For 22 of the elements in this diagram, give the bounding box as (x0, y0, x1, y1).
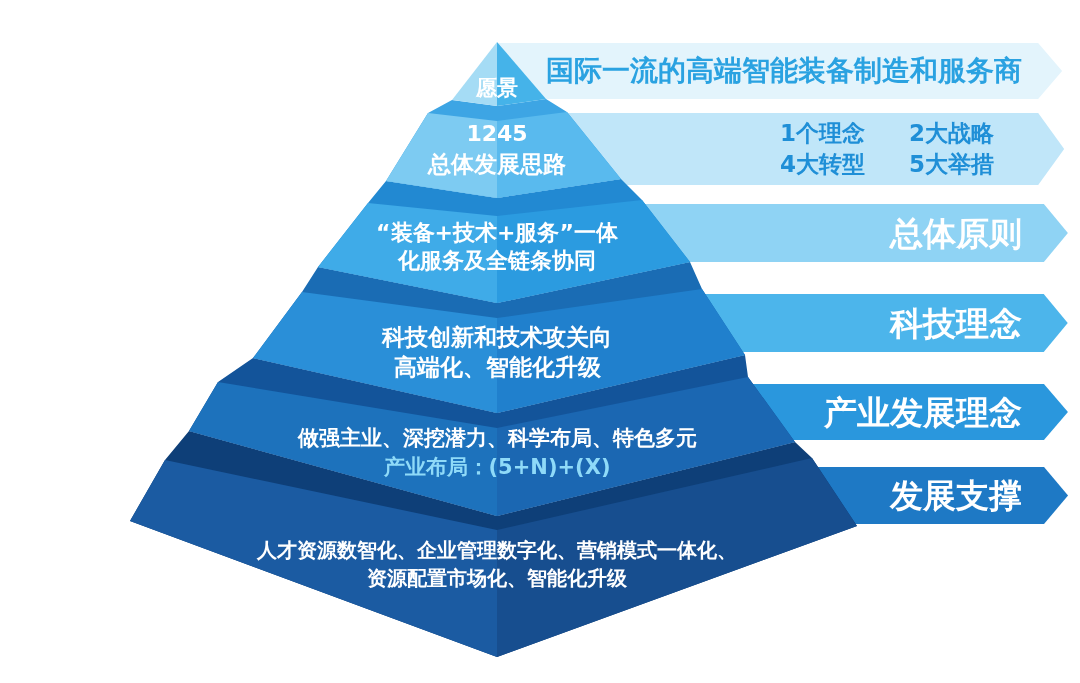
layer-label: 1245 (466, 121, 528, 147)
layer-label: “装备+技术+服务”一体化服务及全链条协同 (375, 219, 619, 275)
banner-label: 2大战略 (909, 119, 994, 148)
layer-label: 产业布局：(5+N)+(X) (383, 455, 611, 480)
arrow-banner (643, 204, 1068, 262)
arrow-banner (565, 113, 1064, 185)
layer-label: 科技创新和技术攻关向高端化、智能化升级 (381, 323, 613, 382)
banner-label: 4大转型 (780, 150, 865, 179)
arrow-banner (815, 467, 1068, 524)
layer-label: 人才资源数智化、企业管理数字化、营销模式一体化、资源配置市场化、智能化升级 (256, 537, 738, 592)
banner-label: 产业发展理念 (824, 392, 1022, 432)
banner-label: 总体原则 (890, 213, 1022, 253)
banner-label: 发展支撑 (890, 476, 1022, 515)
banner-label: 科技理念 (890, 303, 1022, 343)
banner-label: 国际一流的高端智能装备制造和服务商 (546, 54, 1022, 88)
arrow-banner (703, 294, 1068, 352)
arrow-banner (751, 384, 1068, 440)
banner-label: 5大举措 (909, 150, 994, 179)
layer-label: 总体发展思路 (428, 150, 566, 178)
layer-label: 愿景 (476, 75, 518, 101)
banner-label: 1个理念 (780, 119, 865, 148)
layer-label: 做强主业、深挖潜力、科学布局、特色多元 (297, 426, 697, 451)
